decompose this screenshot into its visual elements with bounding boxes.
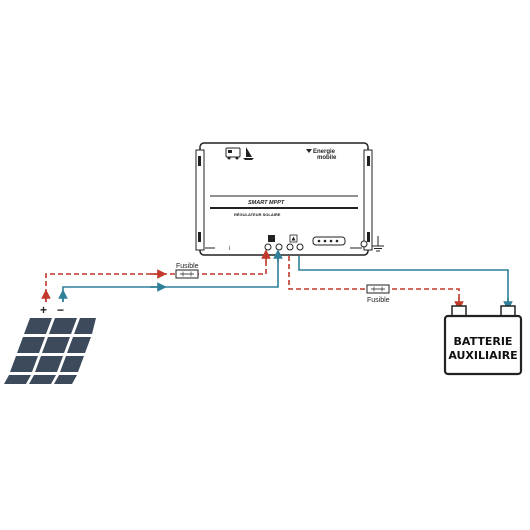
panel-fuse: Fusible — [175, 263, 199, 279]
ground-terminal — [360, 236, 384, 252]
panel-minus-sign: − — [57, 303, 64, 317]
brand-line-2: mobile — [317, 155, 337, 161]
controller-subtitle: RÉGULATEUR SOLAIRE — [234, 212, 281, 217]
auxiliary-battery: + − BATTERIE AUXILIAIRE — [443, 305, 523, 376]
battery-fuse-label: Fusible — [367, 297, 390, 304]
controller-front-panel: i — [229, 234, 346, 252]
panel-plus-sign: + — [40, 303, 47, 317]
model-name: SMART MPPT — [248, 200, 285, 206]
solar-cells — [4, 318, 96, 384]
brand-mark-icon — [306, 149, 312, 153]
terminal-pv-minus — [275, 243, 283, 251]
terminal-bat-plus — [286, 243, 294, 251]
battery-label-line-1: BATTERIE — [454, 335, 513, 348]
camper-van-icon — [225, 147, 241, 160]
battery-body — [443, 314, 523, 376]
battery-positive-wire — [288, 256, 460, 306]
battery-post-positive — [451, 305, 467, 317]
battery-fuse: Fusible — [366, 284, 390, 304]
terminal-pv-plus — [264, 243, 272, 251]
data-port-strip — [312, 236, 346, 246]
info-icon: i — [229, 246, 230, 252]
controller-mount-left — [195, 149, 205, 251]
panel-fuse-label: Fusible — [176, 263, 199, 270]
terminal-bat-minus — [296, 243, 304, 251]
solar-charge-controller: Energie mobile SMART MPPT RÉGULATEUR SOL… — [195, 142, 384, 256]
status-indicator — [268, 235, 275, 242]
solar-panel: + − — [4, 303, 96, 384]
battery-label-line-2: AUXILIAIRE — [448, 349, 517, 362]
controller-mount-right — [363, 149, 373, 251]
brand-logo: Energie mobile — [306, 149, 337, 161]
battery-post-negative — [500, 305, 516, 317]
battery-negative-wire — [298, 256, 509, 306]
panel-positive-wire — [45, 256, 267, 302]
panel-negative-wire — [62, 256, 279, 302]
brand-line-1: Energie — [313, 149, 336, 155]
sailboat-icon — [243, 147, 254, 160]
